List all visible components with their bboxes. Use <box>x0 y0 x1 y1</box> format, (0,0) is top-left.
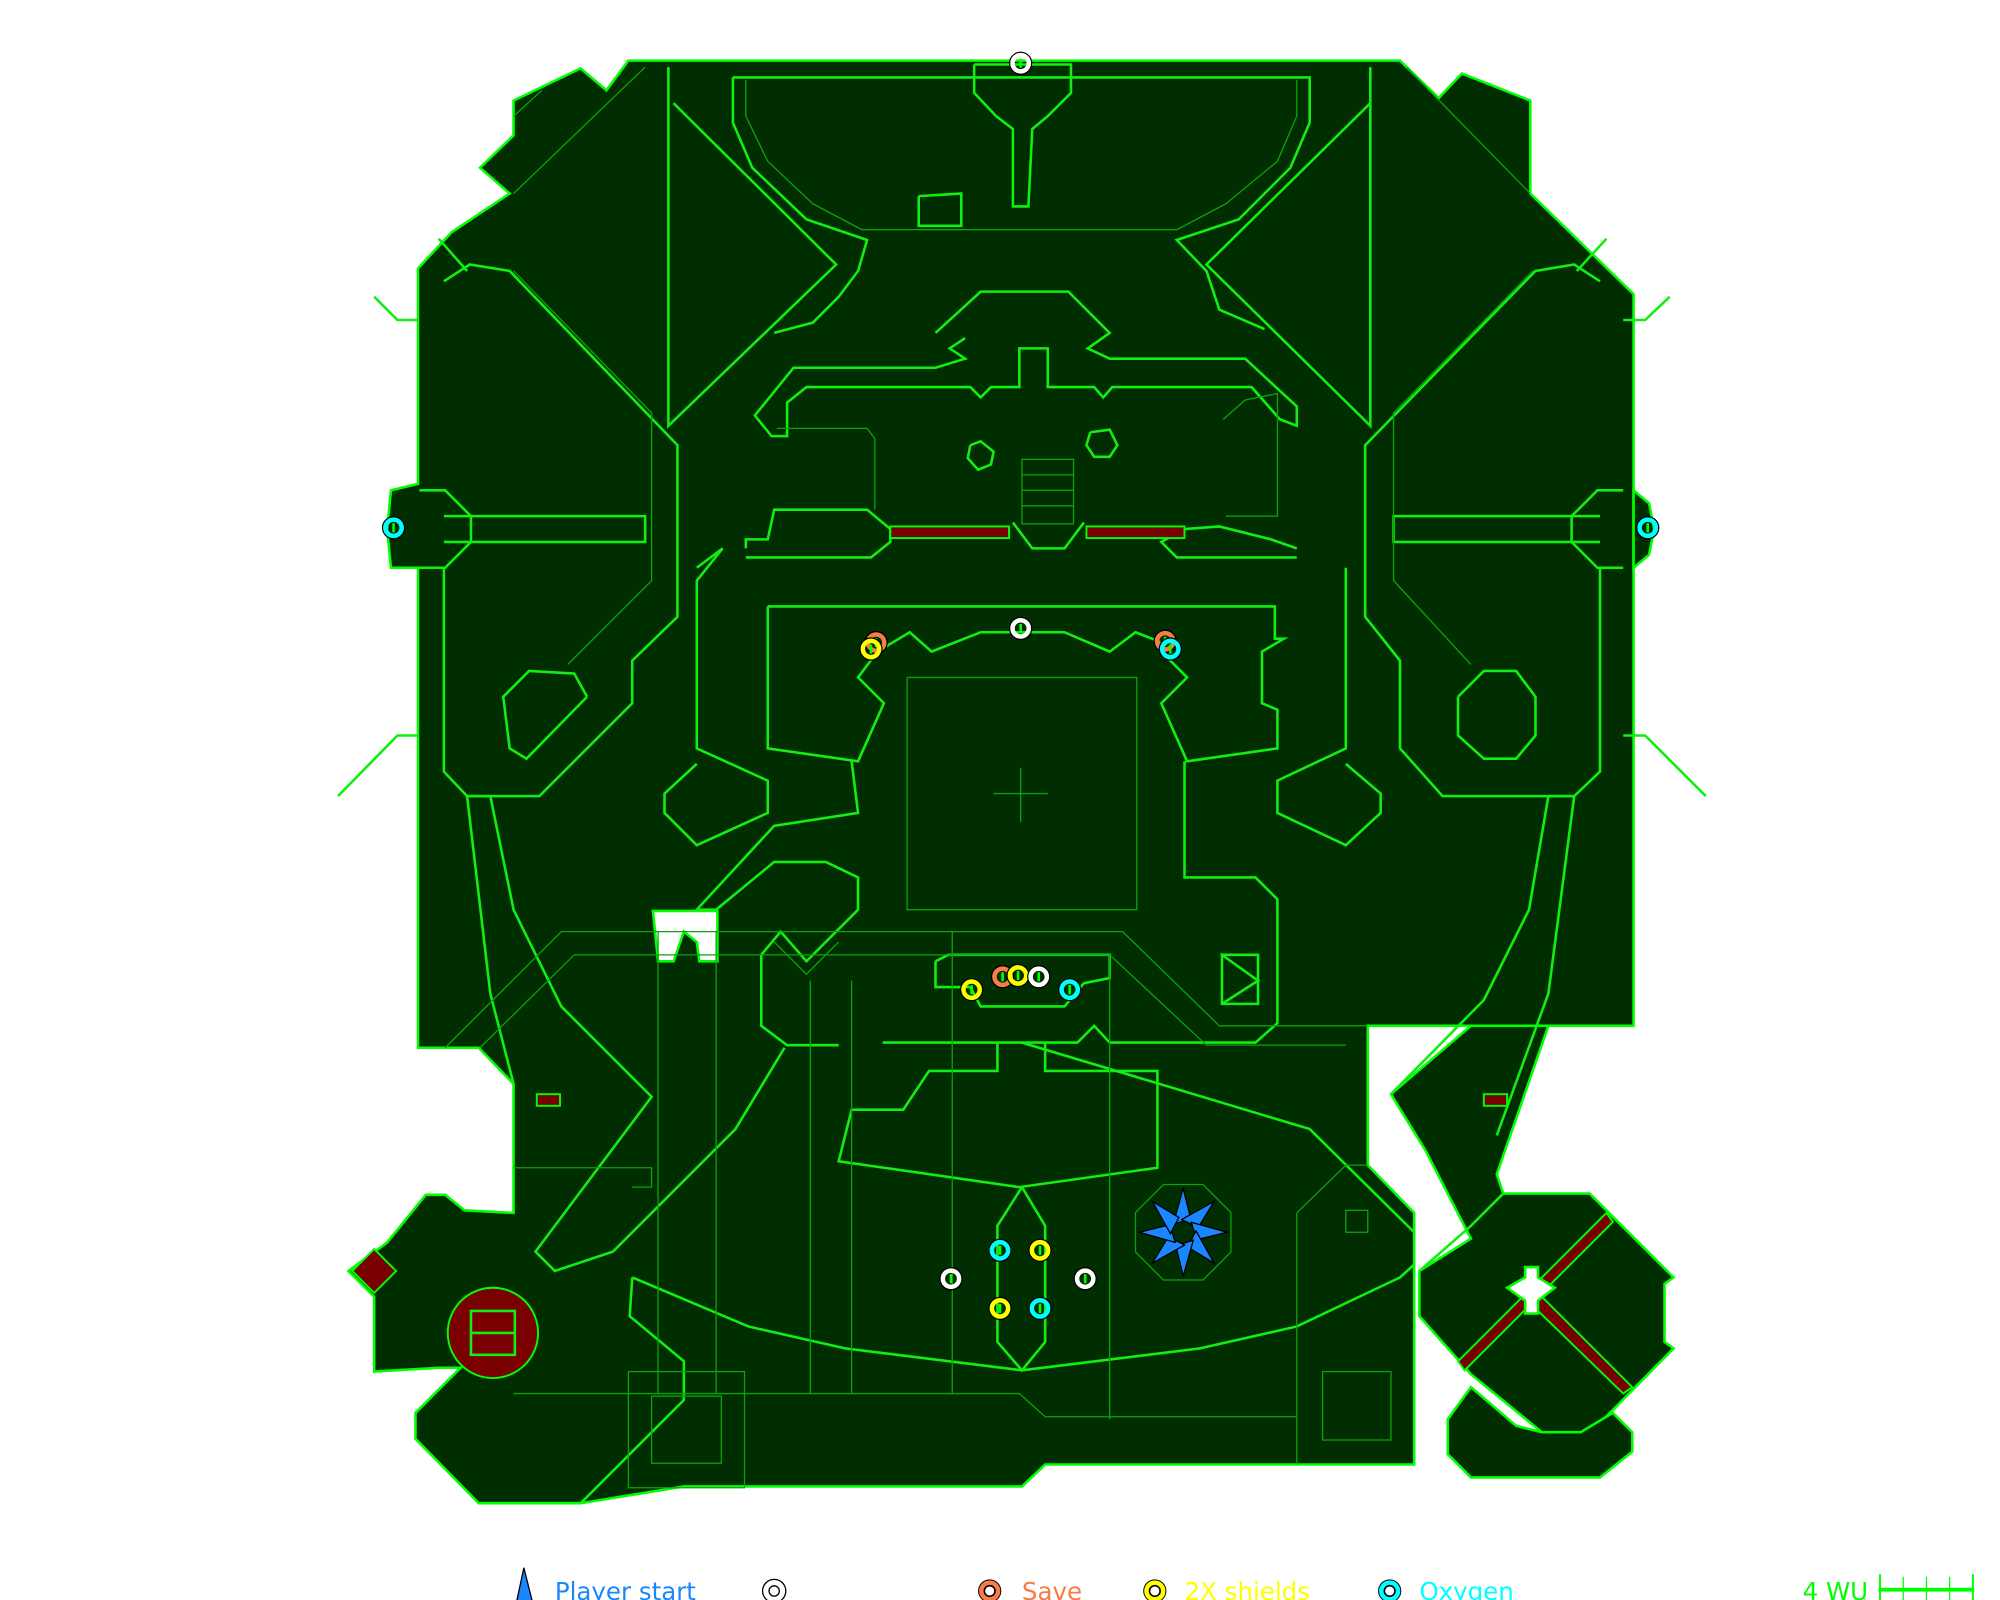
item-marker[interactable] <box>1009 51 1033 75</box>
legend-scale-label: 4 WU <box>1803 1577 1869 1600</box>
map-detail-lines <box>444 66 1534 1489</box>
player-start-pad <box>1134 1183 1232 1281</box>
item-marker[interactable] <box>1073 1267 1097 1291</box>
player-start-arrow <box>1150 1235 1187 1265</box>
map-opening <box>651 909 719 963</box>
player-start-arrow <box>1180 1199 1217 1229</box>
player-start-arrow <box>1150 1199 1180 1236</box>
player-start-arrow <box>1190 1221 1230 1241</box>
legend-save-label: Save <box>1022 1577 1082 1600</box>
legend: Player start Save 2X shields Oxygen 4 WU <box>516 1567 1975 1600</box>
oxygen-marker[interactable] <box>1636 516 1660 540</box>
legend-player-start-label: Player start <box>555 1577 696 1600</box>
player-start-arrow <box>1172 1185 1192 1226</box>
player-start-arrow <box>1186 1229 1216 1266</box>
scale-bar <box>1878 1574 1975 1600</box>
legend-shields-label: 2X shields <box>1185 1577 1310 1600</box>
shields-legend-icon <box>1143 1579 1167 1600</box>
legend-oxygen-label: Oxygen <box>1419 1577 1513 1600</box>
oxygen-marker[interactable] <box>988 1238 1012 1262</box>
oxygen-marker[interactable] <box>381 516 406 540</box>
map-walls <box>337 63 1707 1505</box>
shields-marker[interactable] <box>1006 963 1030 988</box>
player-start-arrow <box>1136 1224 1177 1244</box>
item-marker[interactable] <box>1027 965 1051 989</box>
player-start-icon[interactable] <box>1134 1183 1232 1281</box>
map-floor-right-bottom <box>1446 1385 1634 1479</box>
player-start-legend-icon <box>516 1567 533 1600</box>
item-marker[interactable] <box>939 1267 963 1291</box>
map-floor-right-wing <box>1632 487 1656 571</box>
oxygen-legend-icon <box>1378 1579 1402 1600</box>
map-cross-opening <box>1504 1265 1558 1315</box>
map-markers <box>381 51 1660 1320</box>
oxygen-marker[interactable] <box>1058 978 1082 1002</box>
shields-marker[interactable] <box>859 637 883 661</box>
shields-marker[interactable] <box>960 978 984 1002</box>
map-floor-right-lower <box>1389 1024 1676 1445</box>
item-marker[interactable] <box>1009 616 1033 640</box>
oxygen-marker[interactable] <box>1158 637 1182 661</box>
shields-marker[interactable] <box>1028 1238 1052 1262</box>
oxygen-marker[interactable] <box>1028 1296 1052 1320</box>
map-hazards <box>350 525 1634 1395</box>
player-start-arrow <box>1174 1239 1195 1279</box>
shields-marker[interactable] <box>988 1296 1012 1320</box>
save-legend-icon <box>978 1579 1002 1600</box>
unlabeled-item-legend-icon <box>761 1578 787 1600</box>
